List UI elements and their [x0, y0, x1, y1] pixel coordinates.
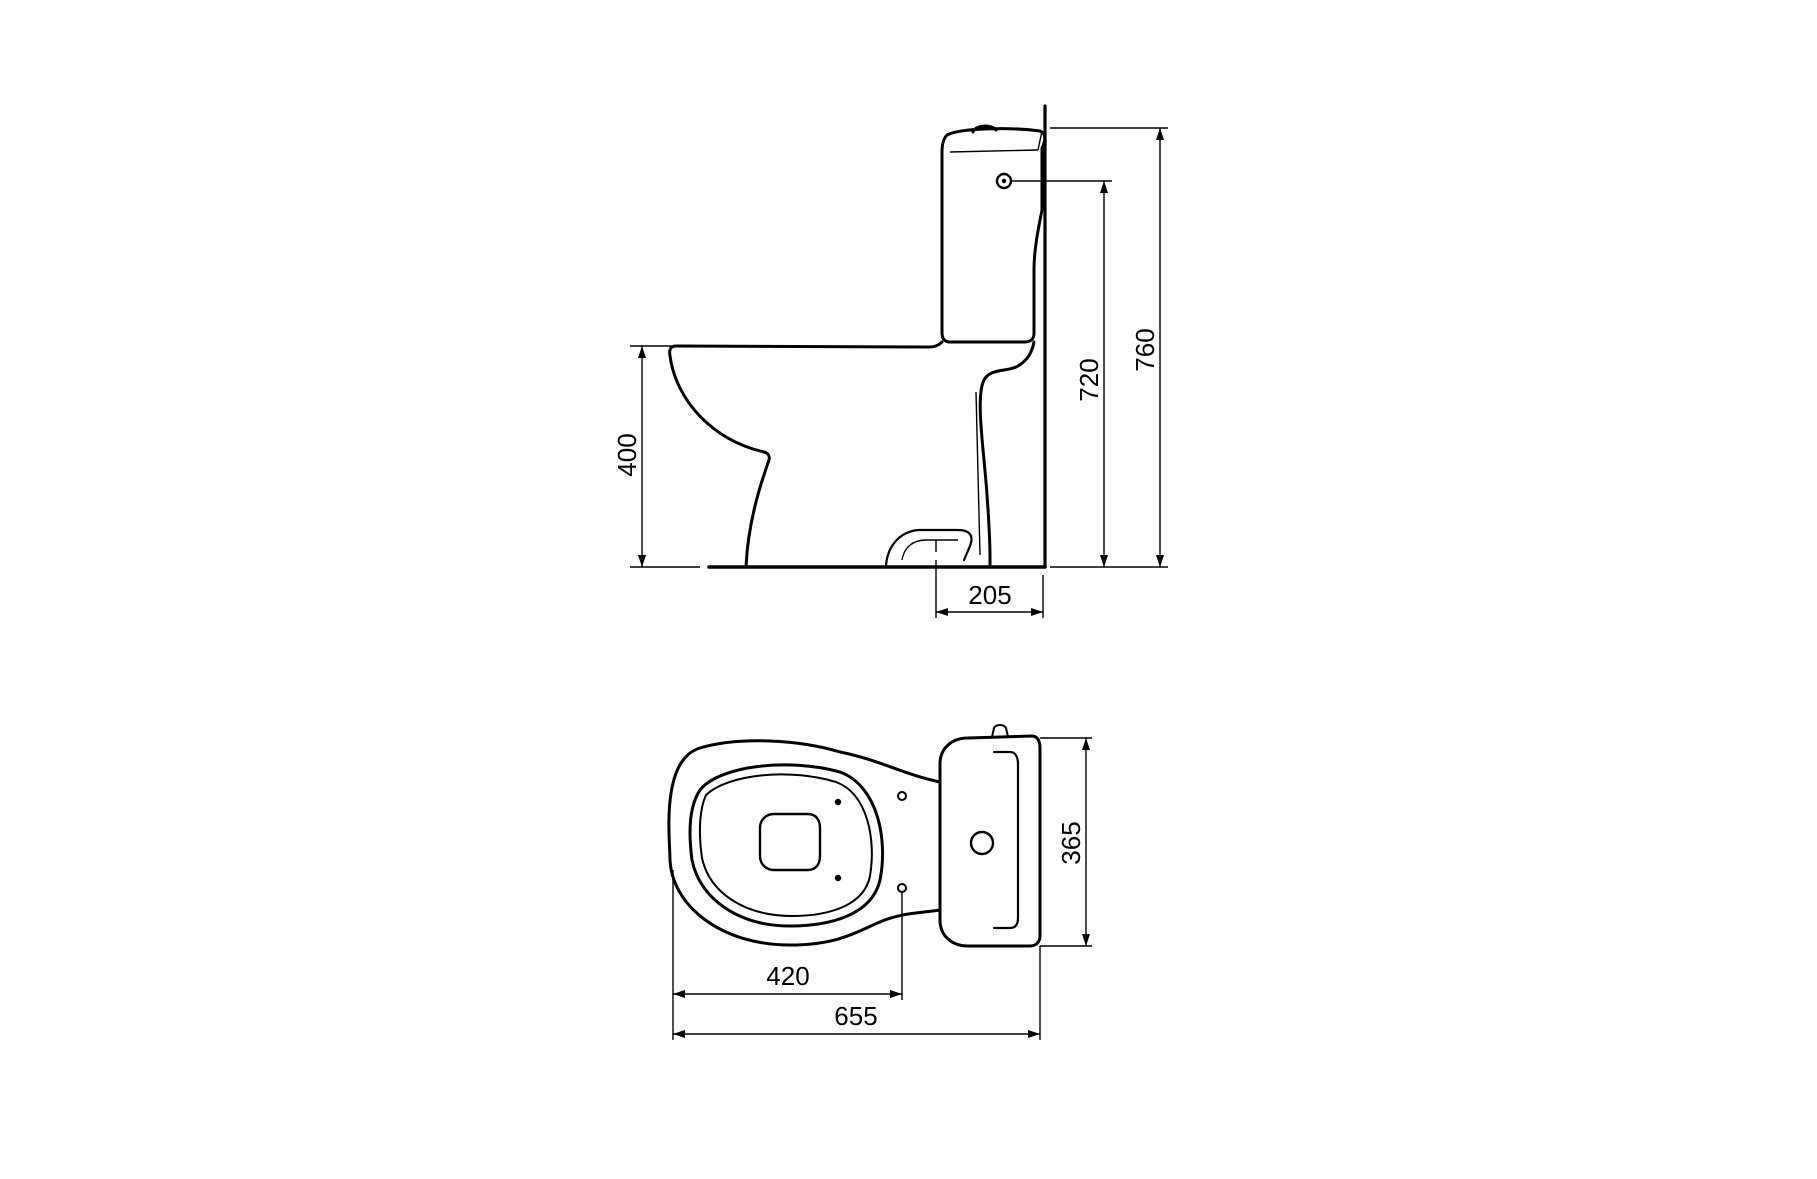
pedestal-back	[978, 340, 1036, 569]
cistern-back-edge	[1037, 130, 1043, 151]
seat-outer	[688, 763, 884, 928]
side-view: 400 720 760 205	[612, 104, 1168, 618]
cistern-hole-icon	[969, 830, 995, 856]
dimension-outlet-distance: 205	[935, 560, 1044, 618]
dimension-label-420: 420	[766, 961, 809, 991]
seat-hinge-dot-lower	[834, 874, 842, 882]
outlet-foot	[884, 528, 973, 567]
mounting-hole-lower	[897, 883, 907, 893]
dimension-label-365: 365	[1056, 821, 1086, 864]
cistern-side	[940, 127, 1047, 344]
cistern-lid-line	[949, 149, 1039, 153]
cistern-top	[938, 734, 1042, 948]
outlet-foot-inner	[901, 539, 958, 561]
dimension-total-height: 760	[1050, 127, 1168, 568]
dimension-cistern-width: 365	[1040, 737, 1092, 947]
pedestal-back-inner	[975, 391, 981, 556]
cistern-inner-bracket	[992, 750, 1020, 930]
dimension-label-720: 720	[1074, 358, 1104, 401]
bowl-side	[668, 340, 944, 569]
dimension-label-205: 205	[968, 580, 1011, 610]
seat-hinge-dot-upper	[834, 798, 842, 806]
dimension-total-length: 655	[673, 946, 1041, 1040]
seat-inner	[698, 773, 873, 917]
flush-button-side	[971, 124, 998, 134]
dimension-mounting-distance: 420	[672, 870, 903, 1040]
water-inlet-core	[1001, 178, 1007, 184]
dimension-label-400: 400	[612, 433, 642, 476]
mounting-hole-upper	[897, 791, 907, 801]
bowl-opening	[758, 812, 822, 872]
flush-button-top	[991, 724, 1009, 738]
dimension-inlet-height: 720	[1011, 180, 1112, 568]
dimension-label-760: 760	[1130, 328, 1160, 371]
top-view: 365 420 655	[667, 724, 1092, 1040]
dimension-label-655: 655	[834, 1001, 877, 1031]
dimension-seat-height: 400	[612, 345, 700, 568]
bowl-top	[667, 739, 942, 947]
